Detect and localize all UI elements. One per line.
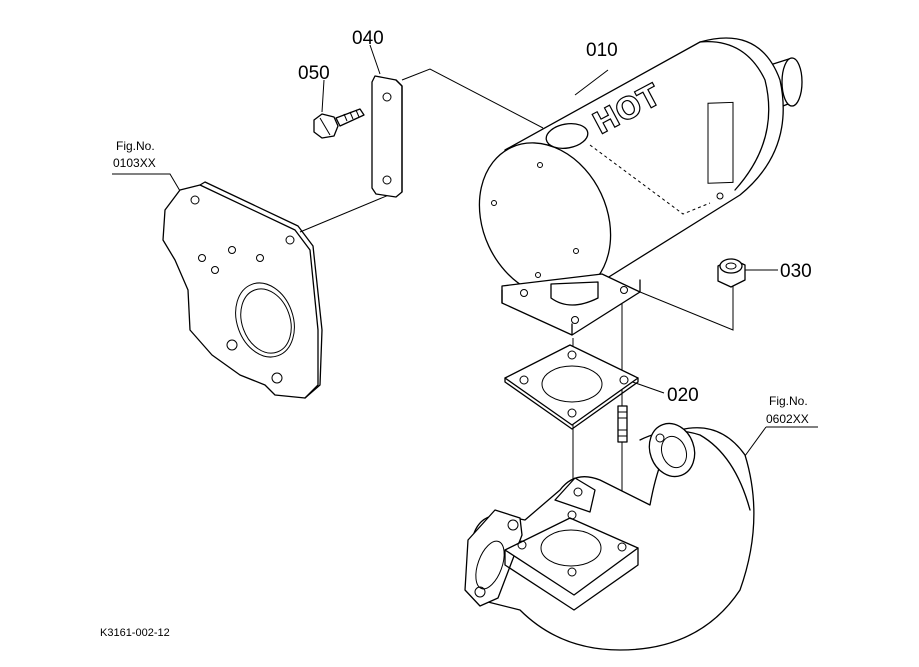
part-040-stay xyxy=(371,75,403,198)
label-020: 020 xyxy=(667,385,699,406)
ref-left-line2: 0103XX xyxy=(113,156,156,170)
label-010: 010 xyxy=(586,40,618,61)
ref-left-line1: Fig.No. xyxy=(116,139,155,153)
ref-right-line2: 0602XX xyxy=(766,412,809,426)
drawing-code: K3161-002-12 xyxy=(100,627,170,639)
label-040: 040 xyxy=(352,28,384,49)
part-010-muffler: HOT xyxy=(478,37,803,336)
part-050-bolt xyxy=(313,108,365,139)
label-030: 030 xyxy=(780,261,812,282)
part-020-gasket xyxy=(504,344,639,430)
stud-bolt xyxy=(617,405,628,443)
label-050: 050 xyxy=(298,63,330,84)
exhaust-manifold xyxy=(464,422,755,651)
mounting-bracket-plate xyxy=(162,181,323,399)
part-030-nut xyxy=(717,258,746,288)
ref-right-line1: Fig.No. xyxy=(769,394,808,408)
